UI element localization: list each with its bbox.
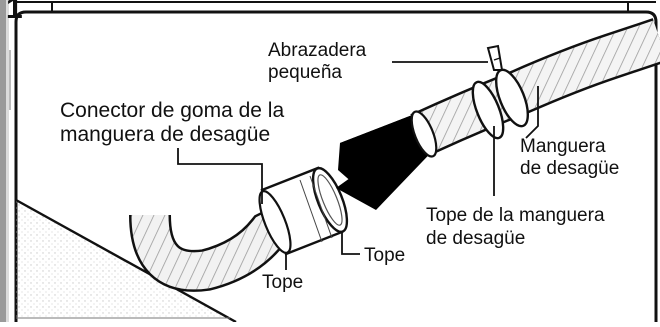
label-hose-stop-line2: de desagüe bbox=[426, 228, 526, 249]
leader-connector bbox=[177, 148, 263, 204]
label-drain-hose-line1: Manguera bbox=[520, 136, 606, 157]
leader-drain-hose bbox=[525, 86, 539, 139]
leader-lines bbox=[177, 61, 539, 270]
label-small-clamp-line1: Abrazadera bbox=[268, 40, 367, 61]
rubber-connector bbox=[129, 166, 349, 292]
leader-stop-right bbox=[341, 232, 360, 255]
small-clamp bbox=[486, 44, 530, 128]
step-number: 1 bbox=[6, 0, 23, 25]
label-connector-line1: Conector de goma de la bbox=[60, 99, 285, 122]
label-small-clamp-line2: pequeña bbox=[268, 62, 342, 83]
label-stop-bottom: Tope bbox=[262, 272, 304, 293]
label-stop-right: Tope bbox=[364, 245, 406, 266]
label-drain-hose-line2: de desagüe bbox=[520, 158, 620, 179]
label-connector-line2: manguera de desagüe bbox=[60, 123, 271, 146]
label-hose-stop-line1: Tope de la manguera bbox=[426, 205, 605, 226]
